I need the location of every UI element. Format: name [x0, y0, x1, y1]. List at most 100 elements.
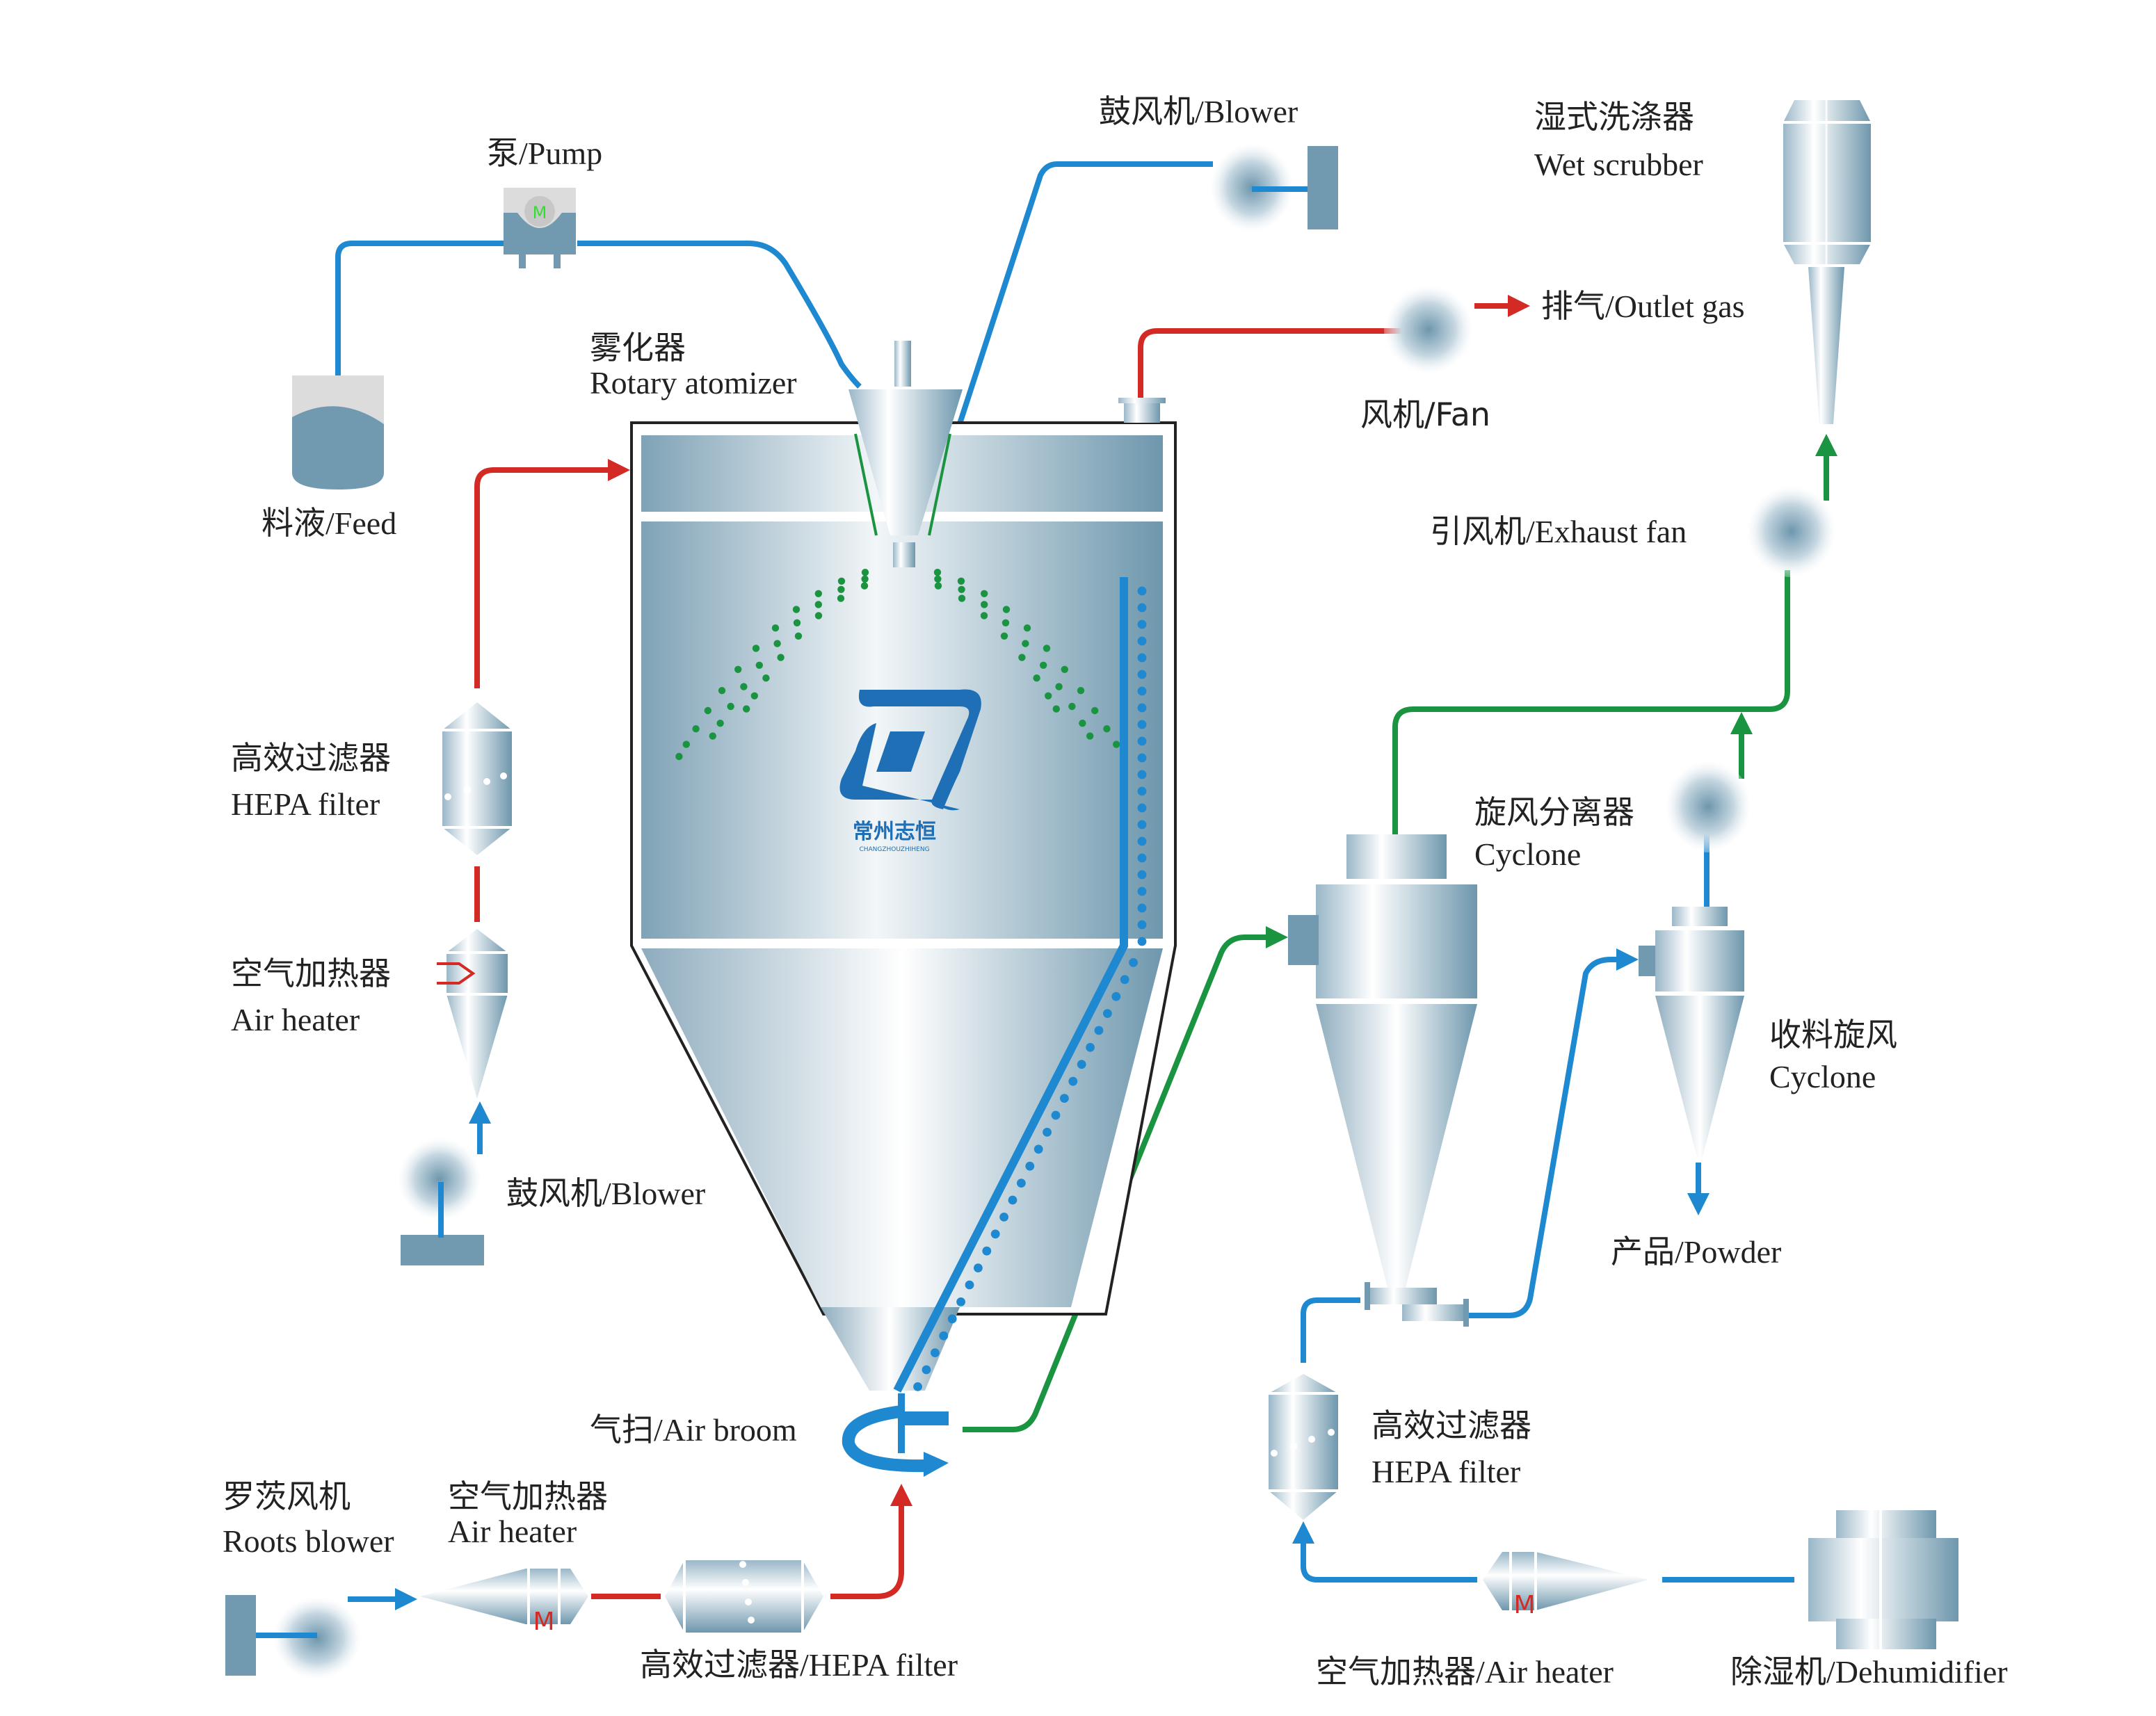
broom-particle [1120, 975, 1129, 985]
bottom-hepa-filter [665, 1560, 823, 1633]
broom-particle [982, 1246, 992, 1256]
atomizer-label-en: Rotary atomizer [590, 365, 797, 400]
hot-air-inlet-pipe [474, 459, 630, 688]
air-broom [842, 1393, 949, 1477]
spray-droplet [837, 594, 845, 602]
broom-particle [1060, 1094, 1069, 1103]
broom-particle [922, 1365, 931, 1375]
spray-droplet [1055, 683, 1063, 690]
spray-droplet [957, 577, 965, 585]
spray-droplet [692, 725, 700, 733]
spray-droplet [718, 687, 726, 695]
spray-droplet [777, 654, 785, 661]
broom-particle [1137, 770, 1147, 779]
spray-droplet [1091, 706, 1099, 715]
spray-droplet [682, 740, 690, 748]
broom-particle [956, 1297, 965, 1306]
left-heater-label-cn: 空气加热器 [231, 955, 391, 992]
spray-droplet [773, 640, 781, 647]
wet-scrubber [1783, 100, 1871, 424]
right-hepa-label-cn: 高效过滤器 [1371, 1407, 1531, 1444]
cyclone-label-en: Cyclone [1474, 836, 1581, 872]
broom-particle [913, 1382, 922, 1391]
spray-droplet [981, 601, 988, 608]
pipes [335, 161, 1837, 1610]
right-hepa-filter [1269, 1374, 1338, 1520]
roots-blower [225, 1595, 362, 1680]
spray-droplet [727, 702, 734, 711]
spray-droplets [675, 569, 1127, 761]
broom-particle [1137, 803, 1147, 813]
broom-particle [999, 1213, 1008, 1222]
spray-droplet [814, 601, 823, 608]
top-blower [1210, 143, 1338, 232]
spray-droplet [837, 577, 846, 585]
pump-motor-mark: M [533, 203, 547, 222]
bottom-heater-label-en: Air heater [448, 1514, 577, 1549]
broom-particles [913, 586, 1147, 1391]
spray-droplet [934, 575, 942, 583]
collect-cyclone-label-en: Cyclone [1769, 1059, 1876, 1094]
spray-droplet [1018, 654, 1026, 661]
spray-droplet [860, 582, 869, 590]
broom-particle [939, 1331, 949, 1341]
hepa-to-airbroom-pipe [830, 1484, 912, 1599]
broom-particle [1137, 887, 1147, 896]
left-blower [398, 1138, 484, 1265]
spray-droplet [793, 619, 801, 626]
spray-droplet [734, 665, 742, 673]
spray-droplet [933, 569, 942, 576]
broom-particle [1137, 653, 1147, 663]
broom-particle [1008, 1195, 1017, 1205]
fan-label: 风机/Fan [1360, 396, 1490, 433]
cyclone-bottom-right-pipe [1469, 948, 1639, 1318]
spray-droplet [1023, 624, 1031, 632]
spray-droplet [934, 582, 942, 590]
broom-particle [1137, 853, 1147, 863]
spray-droplet [1061, 665, 1069, 673]
left-blower-label: 鼓风机/Blower [506, 1176, 705, 1211]
broom-particle [1094, 1026, 1104, 1035]
feed-label: 料液/Feed [262, 505, 396, 541]
broom-particle [1137, 686, 1147, 696]
broom-particle [1137, 703, 1147, 713]
spray-droplet [1052, 705, 1061, 713]
spray-droplet [762, 674, 770, 682]
company-logo: 常州志恒 CHANGZHOUZHIHENG [839, 689, 981, 853]
spray-droplet [980, 612, 988, 620]
spray-droplet [1086, 732, 1094, 740]
spray-droplet [740, 683, 748, 690]
left-hepa-label-cn: 高效过滤器 [231, 739, 391, 777]
spray-droplet [1040, 661, 1047, 669]
spray-droplet [1001, 619, 1010, 626]
spray-droplet [861, 575, 869, 583]
atomizer-label-cn: 雾化器 [590, 330, 686, 366]
bottom-air-heater: M [420, 1569, 588, 1636]
air-broom-label: 气扫/Air broom [590, 1412, 797, 1448]
logo-name-cn: 常州志恒 [853, 820, 936, 844]
cyclone-separator [1288, 834, 1477, 1327]
spray-droplet [981, 590, 988, 597]
collection-fan [1665, 761, 1751, 852]
left-air-heater [437, 929, 508, 1099]
logo-name-en: CHANGZHOUZHIHENG [859, 846, 929, 853]
broom-particle [1025, 1161, 1035, 1171]
right-hepa-label-en: HEPA filter [1371, 1454, 1520, 1489]
outlet-gas-label: 排气/Outlet gas [1541, 289, 1745, 324]
collect-cyclone-label-cn: 收料旋风 [1769, 1016, 1897, 1053]
right-heater-label: 空气加热器/Air heater [1316, 1654, 1614, 1690]
spray-droplet [794, 632, 803, 640]
left-hepa-label-en: HEPA filter [231, 786, 380, 822]
spray-droplet [1079, 720, 1086, 727]
bottom-hepa-label: 高效过滤器/HEPA filter [640, 1647, 958, 1683]
spray-droplet [814, 590, 823, 597]
fan [1384, 285, 1473, 374]
spray-droplet [1103, 725, 1111, 733]
broom-particle [1137, 670, 1147, 679]
exhaust-fan-label: 引风机/Exhaust fan [1430, 514, 1687, 549]
broom-particle [1137, 603, 1147, 613]
spray-droplet [771, 624, 780, 632]
spray-droplet [958, 594, 966, 602]
broom-particle [1103, 1009, 1112, 1018]
